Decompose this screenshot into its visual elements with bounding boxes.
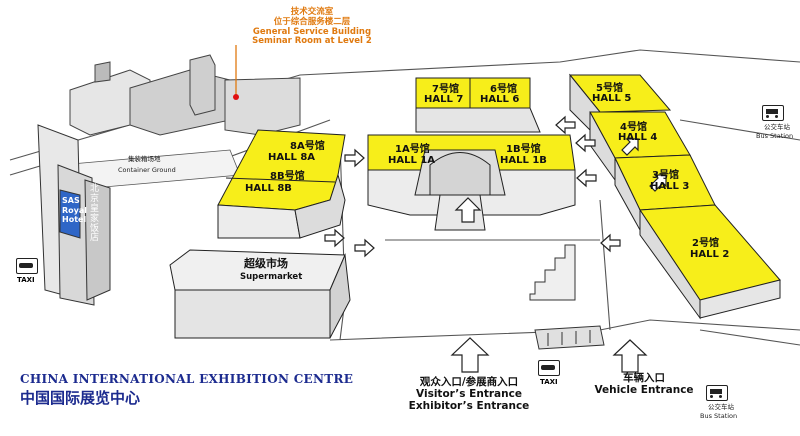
bus-icon [706,385,728,401]
hall-3-cn: 3号馆 [652,170,679,181]
hall-6-en: HALL 6 [480,94,520,105]
hall-8a-en: HALL 8A [268,152,316,163]
hall-8-building [217,129,346,239]
supermarket-building [169,249,351,339]
container-ground-en: Container Ground [118,166,176,174]
seminar-label: 技术交流室 位于综合服务楼二层 General Service Building… [232,7,392,47]
service-buildings [69,54,301,136]
vehicle-entrance-label: 车辆入口 Vehicle Entrance [592,372,696,396]
hall-1-building [367,134,576,231]
hall-2-cn: 2号馆 [692,238,719,249]
sas-royal-hotel [37,124,111,306]
arrow-hall1-up-icon [454,197,482,223]
hotel-en-1: SAS [62,196,80,205]
taxi-left-label: TAXI [17,276,35,284]
halls-east-building [568,73,781,320]
taxi-icon [538,360,560,376]
seminar-cn-2: 位于综合服务楼二层 [273,16,351,27]
hall-6-cn: 6号馆 [490,84,517,95]
arrow-diag-icon [621,138,639,156]
vehicle-cn: 车辆入口 [623,372,665,384]
arrow-visitor-up-icon [450,337,490,373]
stepped-structure [529,244,576,301]
arrow-left-icon [576,168,597,188]
bus-bottom-en: Bus Station [700,412,738,420]
hall-8a-cn: 8A号馆 [290,141,325,152]
bus-bottom-cn: 公交车站 [708,403,734,411]
arrow-left-icon [600,233,621,253]
hotel-name-cn: 北京皇家饭店 [90,184,100,244]
hotel-en-3: Hotel [62,215,87,225]
hall-8b-cn: 8B号馆 [270,171,305,182]
hall-4-en: HALL 4 [618,132,658,143]
hall-3-en: HALL 3 [650,181,690,192]
centre-title-en: CHINA INTERNATIONAL EXHIBITION CENTRE [20,372,354,386]
bus-top-cn: 公交车站 [764,123,790,131]
hall-7-6-building [415,77,541,133]
hotel-name-en: SAS Royal Hotel [62,196,87,225]
vehicle-en: Vehicle Entrance [594,384,694,397]
exhibitor-en: Exhibitor’s Entrance [408,400,530,413]
hall-8b-en: HALL 8B [245,183,292,194]
arrow-diag-icon [649,174,667,192]
hall-1a-en: HALL 1A [388,155,436,166]
hall-7-cn: 7号馆 [432,84,459,95]
container-ground-cn: 集装箱场地 [128,155,161,163]
direction-arrows [324,115,667,373]
arrow-vehicle-up-icon [612,339,648,373]
visitor-en: Visitor’s Entrance [416,388,522,401]
arrow-left-icon [575,133,596,153]
hall-4-cn: 4号馆 [620,122,647,133]
centre-title-cn: 中国国际展览中心 [20,389,141,407]
seminar-location-dot [233,94,239,100]
arrow-right-icon [324,228,345,248]
hall-5-en: HALL 5 [592,93,632,104]
arrow-right-icon [354,238,375,258]
hall-1b-en: HALL 1B [500,155,547,166]
hall-7-en: HALL 7 [424,94,464,105]
supermarket-cn: 超级市场 [244,257,288,270]
bus-icon [762,105,784,121]
seminar-cn-1: 技术交流室 [290,7,334,17]
taxi-icon [16,258,38,274]
arrow-right-icon [344,148,365,168]
visitor-entrance-label: 观众入口/参展商入口 Visitor’s Entrance Exhibitor’… [404,376,534,412]
bus-top-en: Bus Station [756,132,794,140]
hall-2-en: HALL 2 [690,249,730,260]
seminar-en-1: General Service Building [252,26,372,37]
taxi-bottom-label: TAXI [540,378,558,386]
hotel-en-2: Royal [62,205,88,215]
hall-1a-cn: 1A号馆 [395,144,430,155]
seminar-en-2: Seminar Room at Level 2 [252,36,372,47]
arrow-left-icon [555,115,576,135]
supermarket-en: Supermarket [240,272,303,282]
visitor-cn: 观众入口/参展商入口 [419,376,519,388]
hall-5-cn: 5号馆 [596,83,623,94]
entrance-gate [534,325,605,350]
hall-1b-cn: 1B号馆 [506,144,541,155]
